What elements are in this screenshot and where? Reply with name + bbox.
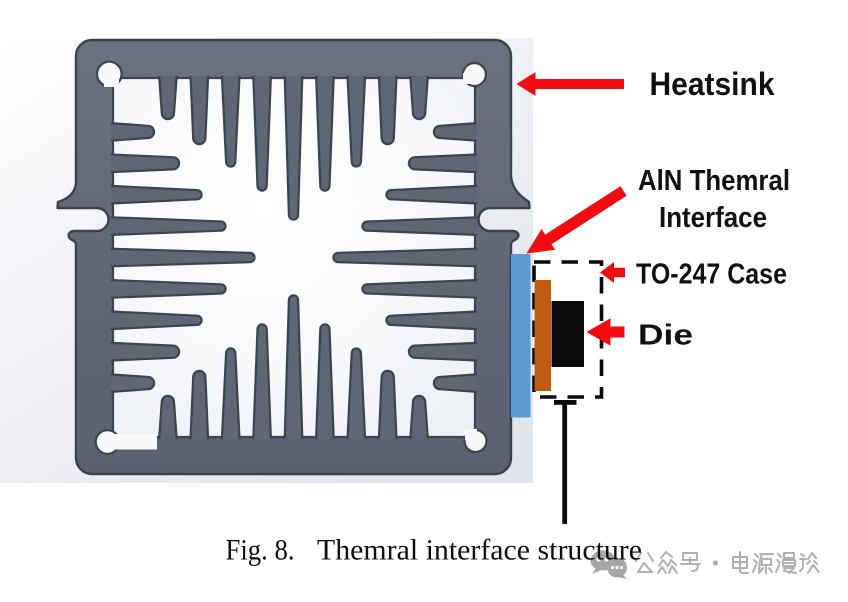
svg-text:Die: Die — [638, 320, 693, 352]
svg-text:AlN Themral: AlN Themral — [638, 165, 790, 197]
svg-text:Themral interface structure: Themral interface structure — [317, 534, 642, 567]
svg-text:Interface: Interface — [659, 202, 767, 234]
svg-text:TO-247 Case: TO-247 Case — [636, 258, 787, 290]
svg-text:Fig. 8.: Fig. 8. — [226, 534, 295, 567]
svg-text:Heatsink: Heatsink — [650, 66, 775, 102]
